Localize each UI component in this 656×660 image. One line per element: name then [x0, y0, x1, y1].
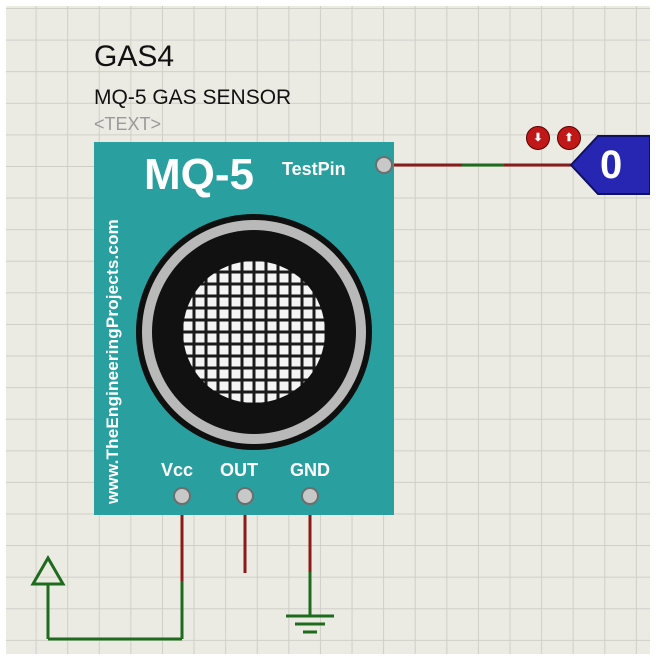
model-title: MQ-5: [144, 150, 254, 199]
brand-vertical-text: www.TheEngineeringProjects.com: [103, 219, 122, 504]
vcc-wire[interactable]: [46, 501, 184, 641]
power-terminal-icon[interactable]: [30, 554, 66, 591]
mq5-sensor-module[interactable]: www.TheEngineeringProjects.com MQ-5 Test…: [94, 142, 394, 515]
logic-probe-icon[interactable]: [569, 135, 650, 195]
schematic-canvas[interactable]: GAS4 MQ-5 GAS SENSOR <TEXT>: [6, 6, 650, 654]
logic-probe-value: 0: [600, 143, 623, 187]
out-pin-label: OUT: [220, 460, 258, 480]
gas-sensor-dome-icon: [136, 214, 372, 450]
probe-led-down-icon: ⬇: [526, 126, 550, 150]
gnd-pin-label: GND: [290, 460, 330, 480]
testpin-label: TestPin: [282, 159, 346, 179]
component-text-placeholder[interactable]: <TEXT>: [94, 114, 162, 134]
vcc-pin-label: Vcc: [161, 460, 194, 480]
component-value-label[interactable]: MQ-5 GAS SENSOR: [94, 86, 292, 109]
wires-layer: [30, 135, 650, 641]
probe-led-up-icon: ⬆: [557, 126, 581, 150]
ground-terminal-icon[interactable]: [286, 614, 334, 634]
component-reference-label[interactable]: GAS4: [94, 40, 175, 73]
